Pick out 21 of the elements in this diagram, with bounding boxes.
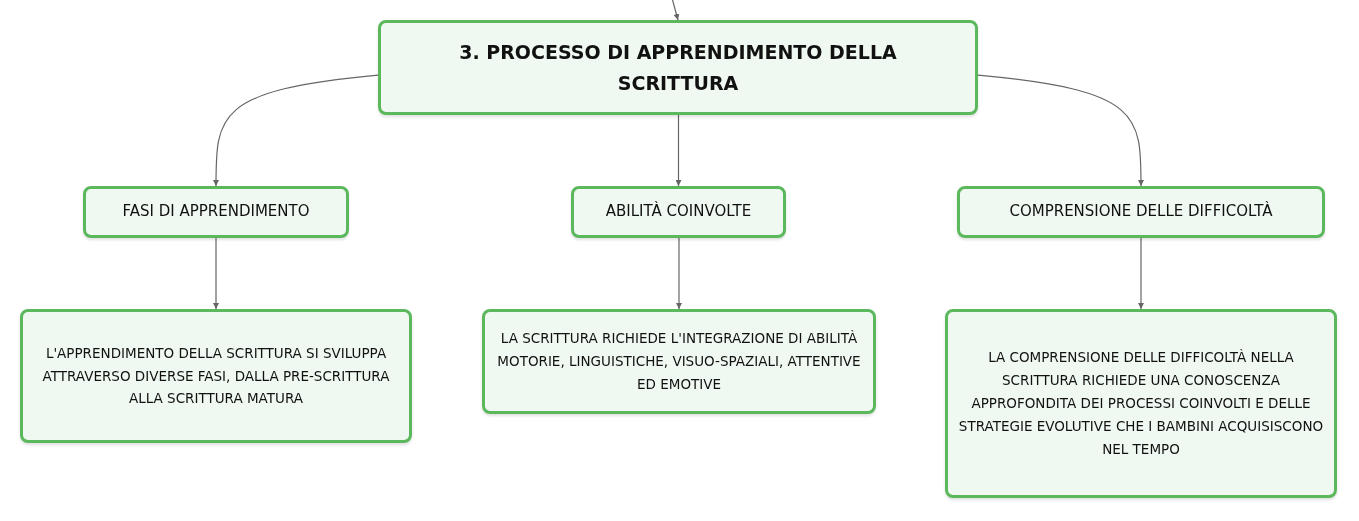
connector-arrow <box>1138 237 1144 310</box>
description-text: L'APPRENDIMENTO DELLA SCRITTURA SI SVILUPPA ATTRAVERSO DIVERSE FASI, DALLA PRE-SCRITTURA ALLA SCRITTURA MATURA <box>41 343 391 409</box>
description-text: LA COMPRENSIONE DELLE DIFFICOLTÀ NELLA SCRITTURA RICHIEDE UNA CONOSCENZA APPROFONDITA DEI PROCESSI COINVOLTI E DELLE STRATEGIE EVOLUTIVE CHE I BAMBINI ACQUISISCONO NEL TEMPO <box>958 348 1324 459</box>
topic-text: ABILITÀ COINVOLTE <box>605 202 752 222</box>
topic-text: COMPRENSIONE DELLE DIFFICOLTÀ <box>1009 202 1273 222</box>
connector-arrow <box>675 114 682 187</box>
title-text: 3. PROCESSO DI APPRENDIMENTO DELLA SCRITTURA <box>458 40 898 96</box>
description-box <box>945 309 1337 498</box>
topic-box <box>571 186 786 238</box>
connector-arrow <box>213 237 219 310</box>
description-box <box>482 309 876 414</box>
description-text: LA SCRITTURA RICHIEDE L'INTEGRAZIONE DI ABILITÀ MOTORIE, LINGUISTICHE, VISUO-SPAZIALI, ATTENTIVE ED EMOTIVE <box>496 329 862 394</box>
topic-box <box>83 186 349 238</box>
connector-arrow <box>213 74 379 187</box>
connector-arrow <box>671 0 680 21</box>
topic-box <box>957 186 1325 238</box>
description-box <box>20 309 412 443</box>
connector-arrow <box>977 74 1144 187</box>
central-topic-box <box>378 20 978 115</box>
topic-text: FASI DI APPRENDIMENTO <box>122 202 310 222</box>
connector-arrow <box>676 237 682 310</box>
